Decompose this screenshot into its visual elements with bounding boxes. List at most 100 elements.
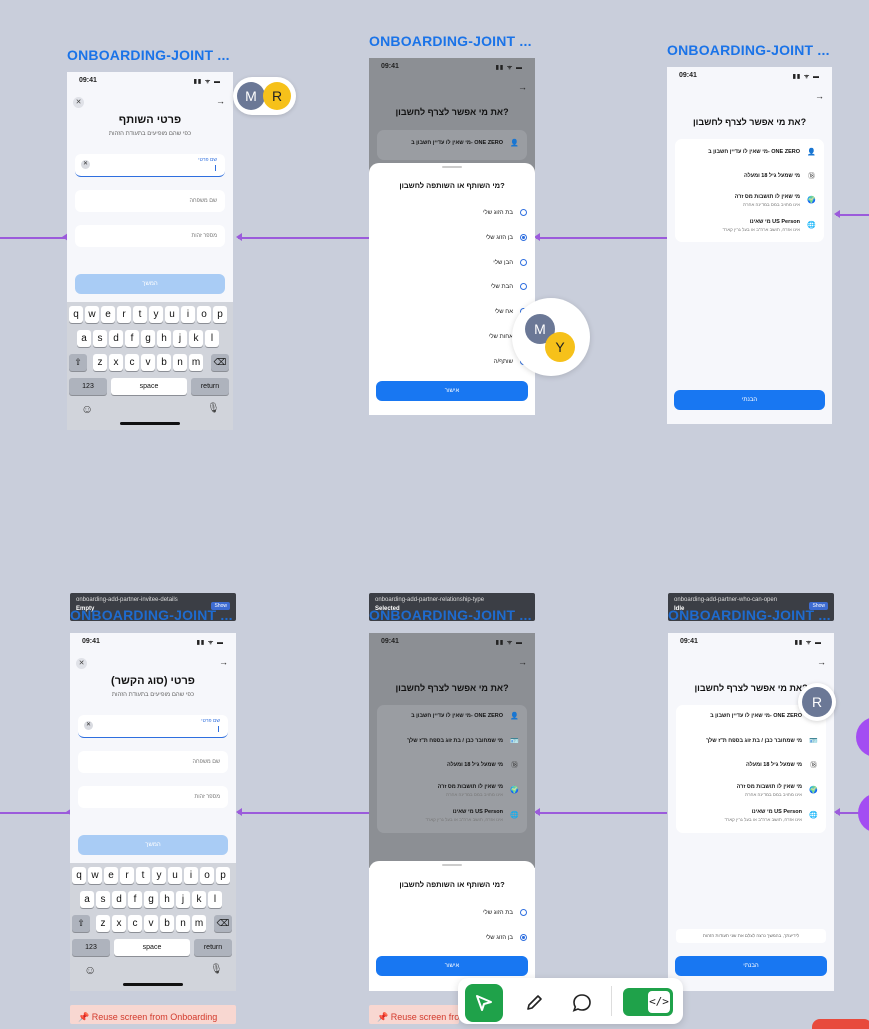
key[interactable]: x xyxy=(112,915,126,932)
arrow-right-icon[interactable]: → xyxy=(219,657,228,667)
key[interactable]: e xyxy=(101,306,115,323)
first-name-field[interactable]: שם פרטי ✕ xyxy=(78,715,228,738)
shift-key[interactable]: ⇧ xyxy=(69,354,87,371)
microphone-icon[interactable]: 🎙 xyxy=(210,964,223,975)
key[interactable]: q xyxy=(69,306,83,323)
key[interactable]: b xyxy=(157,354,171,371)
key[interactable]: u xyxy=(165,306,179,323)
radio-option[interactable]: בת הזוג שלי xyxy=(377,907,527,921)
numbers-key[interactable]: 123 xyxy=(69,378,107,395)
radio-option[interactable]: אח שלי xyxy=(377,306,527,320)
last-name-field[interactable]: שם משפחה xyxy=(75,190,225,212)
radio-option[interactable]: אחות שלי xyxy=(377,331,527,345)
key[interactable]: o xyxy=(200,867,214,884)
key[interactable]: r xyxy=(117,306,131,323)
emoji-icon[interactable]: ☺ xyxy=(81,402,94,416)
key[interactable]: n xyxy=(173,354,187,371)
radio-option[interactable]: בת הזוג שלי xyxy=(377,207,527,221)
space-key[interactable]: space xyxy=(114,939,190,956)
phone-frame-who-can-join[interactable]: 09:41 ▮▮ ᯤ ▬ → את מי אפשר לצרף לחשבון? מ… xyxy=(667,67,832,424)
avatar[interactable]: M xyxy=(237,82,265,110)
code-icon[interactable]: </> xyxy=(623,988,673,1016)
key[interactable]: k xyxy=(192,891,206,908)
first-name-field[interactable]: שם פרטי ✕ xyxy=(75,154,225,177)
key[interactable]: t xyxy=(136,867,150,884)
key[interactable]: g xyxy=(144,891,158,908)
radio-option[interactable]: הבת שלי xyxy=(377,281,527,295)
frame-title-6[interactable]: ONBOARDING-JOINT ... xyxy=(668,607,831,623)
comment-icon[interactable] xyxy=(563,984,601,1022)
key[interactable]: d xyxy=(112,891,126,908)
key[interactable]: v xyxy=(144,915,158,932)
key[interactable]: o xyxy=(197,306,211,323)
microphone-icon[interactable]: 🎙 xyxy=(207,403,220,414)
key[interactable]: p xyxy=(216,867,230,884)
key[interactable]: w xyxy=(85,306,99,323)
key[interactable]: h xyxy=(160,891,174,908)
dev-mode-toggle[interactable]: </> xyxy=(648,991,670,1013)
key[interactable]: h xyxy=(157,330,171,347)
numbers-key[interactable]: 123 xyxy=(72,939,110,956)
arrow-right-icon[interactable]: → xyxy=(815,91,824,101)
radio-button-selected[interactable] xyxy=(520,934,527,941)
radio-option-selected[interactable]: בן הזוג שלי xyxy=(377,232,527,246)
key[interactable]: c xyxy=(125,354,139,371)
key[interactable]: m xyxy=(189,354,203,371)
radio-button[interactable] xyxy=(520,283,527,290)
continue-button[interactable]: המשך xyxy=(78,835,228,855)
key[interactable]: e xyxy=(104,867,118,884)
backspace-key[interactable]: ⌫ xyxy=(214,915,232,932)
key[interactable]: z xyxy=(93,354,107,371)
show-button[interactable]: Show xyxy=(211,602,230,610)
radio-button[interactable] xyxy=(520,259,527,266)
frame-title-5[interactable]: ONBOARDING-JOINT ... xyxy=(369,607,532,623)
key[interactable]: v xyxy=(141,354,155,371)
key[interactable]: n xyxy=(176,915,190,932)
reuse-note[interactable]: 📌 Reuse screen from Onboarding xyxy=(70,1005,236,1024)
key[interactable]: c xyxy=(128,915,142,932)
key[interactable]: a xyxy=(77,330,91,347)
confirm-button[interactable]: אישור xyxy=(376,381,528,401)
frame-title-1[interactable]: ONBOARDING-JOINT ... xyxy=(67,47,230,63)
phone-frame-relationship-selected[interactable]: 09:41 ▮▮ ᯤ ▬ → את מי אפשר לצרף לחשבון? מ… xyxy=(369,633,535,991)
key[interactable]: y xyxy=(149,306,163,323)
key[interactable]: a xyxy=(80,891,94,908)
radio-option[interactable]: הבן שלי xyxy=(377,257,527,271)
arrow-right-icon[interactable]: → xyxy=(216,96,225,106)
phone-frame-relationship-sheet[interactable]: 09:41 ▮▮ ᯤ ▬ → את מי אפשר לצרף לחשבון? מ… xyxy=(369,58,535,415)
arrow-right-icon[interactable]: → xyxy=(817,657,826,667)
screen-state-tag[interactable]: onboarding-add-partner-who-can-open Idle… xyxy=(668,593,834,621)
eyedropper-icon[interactable] xyxy=(515,984,553,1022)
phone-frame-partner-details[interactable]: 09:41 ▮▮ ᯤ ▬ ✕ → פרטי השותף כפי שהם מופי… xyxy=(67,72,233,430)
key[interactable]: s xyxy=(96,891,110,908)
key[interactable]: s xyxy=(93,330,107,347)
phone-frame-partner-details-variant[interactable]: 09:41 ▮▮ ᯤ ▬ ✕ → פרטי (סוג הקשר) כפי שהם… xyxy=(70,633,236,991)
key[interactable]: g xyxy=(141,330,155,347)
radio-option[interactable]: שותף/ה xyxy=(377,356,527,370)
return-key[interactable]: return xyxy=(194,939,232,956)
key[interactable]: r xyxy=(120,867,134,884)
clear-icon[interactable]: ✕ xyxy=(84,721,93,730)
key[interactable]: b xyxy=(160,915,174,932)
avatar[interactable]: R xyxy=(802,687,832,717)
pointer-icon[interactable] xyxy=(465,984,503,1022)
avatar[interactable]: R xyxy=(263,82,291,110)
clear-icon[interactable]: ✕ xyxy=(81,160,90,169)
radio-button[interactable] xyxy=(520,909,527,916)
confirm-button[interactable]: אישור xyxy=(376,956,528,976)
key[interactable]: p xyxy=(213,306,227,323)
key[interactable]: l xyxy=(205,330,219,347)
key[interactable]: j xyxy=(176,891,190,908)
id-number-field[interactable]: מספר זהות xyxy=(78,786,228,808)
close-icon[interactable]: ✕ xyxy=(76,658,87,669)
key[interactable]: d xyxy=(109,330,123,347)
avatar[interactable]: Y xyxy=(545,332,575,362)
key[interactable]: m xyxy=(192,915,206,932)
key[interactable]: f xyxy=(128,891,142,908)
sheet-grabber[interactable] xyxy=(442,166,462,168)
collaborators-badge[interactable]: M Y xyxy=(512,298,590,376)
key[interactable]: i xyxy=(181,306,195,323)
key[interactable]: q xyxy=(72,867,86,884)
backspace-key[interactable]: ⌫ xyxy=(211,354,229,371)
show-button[interactable]: Show xyxy=(809,602,828,610)
